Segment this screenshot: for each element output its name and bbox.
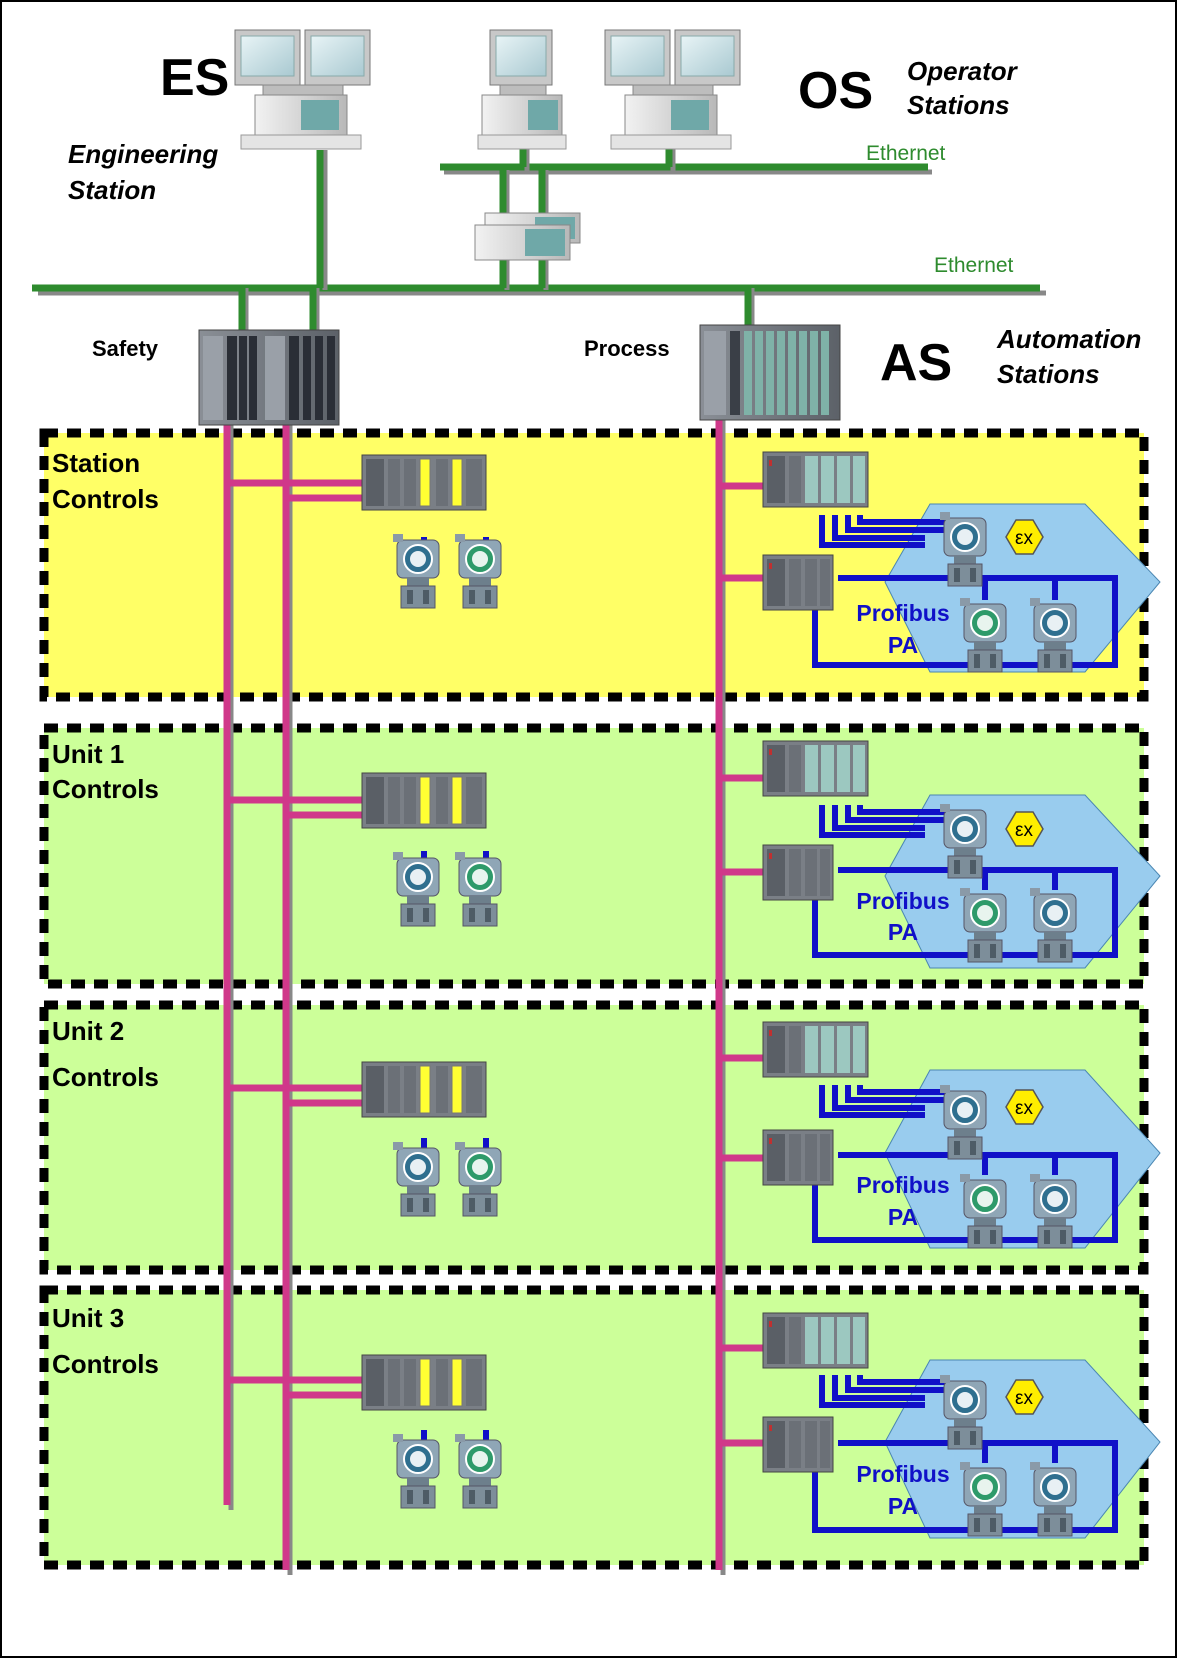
ethernet-upper-label: Ethernet bbox=[866, 142, 946, 165]
zone-label-line1: Station bbox=[52, 448, 140, 478]
ethernet-lower-label: Ethernet bbox=[934, 254, 1014, 277]
profibus-link-icon bbox=[762, 844, 834, 901]
as-label-line2: Stations bbox=[997, 359, 1100, 389]
zone-label-line2: Controls bbox=[52, 484, 159, 514]
pa-label: PA bbox=[888, 919, 918, 945]
profibus-link-icon bbox=[762, 1129, 834, 1186]
pa-label: PA bbox=[888, 1204, 918, 1230]
profibus-label: Profibus bbox=[856, 1172, 949, 1198]
explosion-proof-icon: εx bbox=[1005, 1089, 1044, 1125]
safety-io-rack-icon bbox=[361, 1354, 487, 1411]
es-label-line2: Station bbox=[68, 175, 156, 205]
os-label-line1: Operator bbox=[907, 56, 1019, 86]
fieldbus-network bbox=[223, 420, 765, 1575]
ex-badge-label: εx bbox=[1015, 820, 1033, 841]
pa-label: PA bbox=[888, 632, 918, 658]
safety-plc-rack-icon bbox=[198, 329, 340, 426]
process-plc-rack-icon bbox=[699, 324, 841, 421]
as-abbrev: AS bbox=[880, 334, 952, 392]
safety-io-rack-icon bbox=[361, 454, 487, 511]
zone-label-line2: Controls bbox=[52, 1062, 159, 1092]
process-io-rack-icon bbox=[762, 740, 869, 797]
safety-io-rack-icon bbox=[361, 772, 487, 829]
profibus-link-icon bbox=[762, 1416, 834, 1473]
explosion-proof-icon: εx bbox=[1005, 1379, 1044, 1415]
safety-label: Safety bbox=[92, 336, 159, 361]
process-io-rack-icon bbox=[762, 451, 869, 508]
ex-badges: εx εx εx εx bbox=[1005, 519, 1044, 1415]
es-abbrev: ES bbox=[160, 49, 229, 107]
ex-badge-label: εx bbox=[1015, 1388, 1033, 1409]
explosion-proof-icon: εx bbox=[1005, 519, 1044, 555]
profibus-label: Profibus bbox=[856, 600, 949, 626]
zone-label-line1: Unit 1 bbox=[52, 739, 124, 769]
zone-label-line1: Unit 2 bbox=[52, 1016, 124, 1046]
process-label: Process bbox=[584, 336, 670, 361]
os-server-icon bbox=[474, 212, 581, 261]
profibus-label: Profibus bbox=[856, 1461, 949, 1487]
process-io-rack-icon bbox=[762, 1021, 869, 1078]
as-label-line1: Automation bbox=[996, 324, 1141, 354]
es-label-line1: Engineering bbox=[68, 139, 218, 169]
os-abbrev: OS bbox=[798, 62, 873, 120]
process-io-rack-icon bbox=[762, 1312, 869, 1369]
ex-badge-label: εx bbox=[1015, 1098, 1033, 1119]
profibus-label: Profibus bbox=[856, 888, 949, 914]
safety-io-rack-icon bbox=[361, 1061, 487, 1118]
profibus-link-icon bbox=[762, 554, 834, 611]
explosion-proof-icon: εx bbox=[1005, 811, 1044, 847]
ex-badge-label: εx bbox=[1015, 528, 1033, 549]
zone-label-line1: Unit 3 bbox=[52, 1303, 124, 1333]
zone-label-line2: Controls bbox=[52, 774, 159, 804]
zone-label-line2: Controls bbox=[52, 1349, 159, 1379]
os-label-line2: Stations bbox=[907, 90, 1010, 120]
pa-label: PA bbox=[888, 1493, 918, 1519]
